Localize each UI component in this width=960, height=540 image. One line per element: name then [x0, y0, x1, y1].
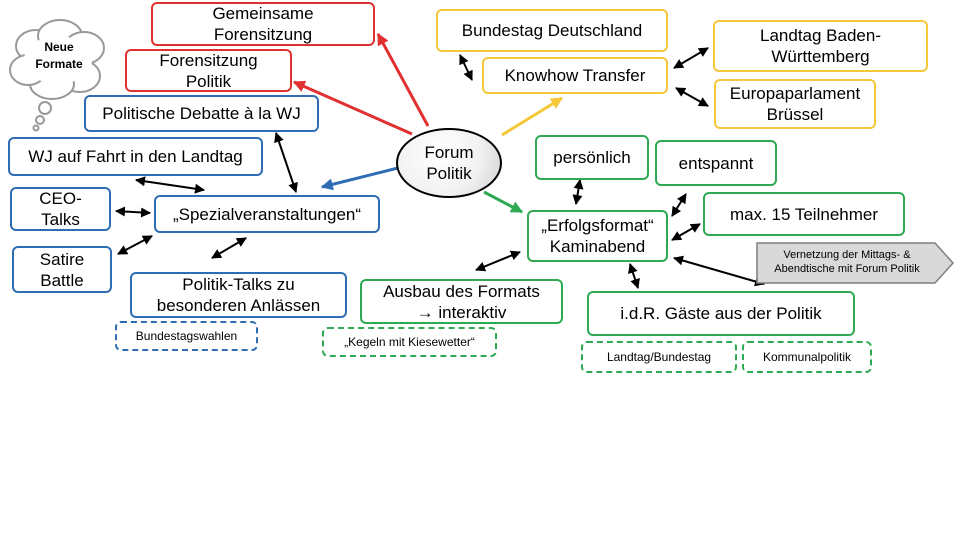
vernetzung-callout-shape [756, 242, 955, 284]
cloud-label: Neue Formate [35, 40, 83, 71]
max-teilnehmer-box: max. 15 Teilnehmer [703, 192, 905, 236]
ceo-talks-box: CEO- Talks [10, 187, 111, 231]
arrow-debatte-spezial [274, 132, 298, 193]
arrow-teilnehmer-erfolg [671, 223, 701, 241]
arrow-erfolg-gaeste [628, 263, 640, 289]
vernetzung-callout-label: Vernetzung der Mittags- & Abendtische mi… [774, 249, 920, 275]
thought-cloud-icon [9, 19, 105, 132]
arrow-bundestag-knowhow [459, 54, 473, 81]
arrow-erfolg-vernetzung [673, 255, 765, 287]
arrow-talks-spezial [211, 237, 247, 259]
politische-debatte-box: Politische Debatte à la WJ [84, 95, 319, 132]
forum-politik-node: Forum Politik [396, 128, 502, 198]
erfolgsformat-kaminabend-box: „Erfolgsformat“ Kaminabend [527, 210, 668, 262]
gemeinsame-forensitzung-box: Gemeinsame Forensitzung [151, 2, 375, 46]
landtag-bundestag-box: Landtag/Bundestag [581, 341, 737, 373]
spezialveranstaltungen-box: „Spezialveranstaltungen“ [154, 195, 380, 233]
arrow-to-spezial [320, 166, 399, 191]
landtag-bw-box: Landtag Baden- Württemberg [713, 20, 928, 72]
arrow-satire-spezial [117, 235, 153, 255]
knowhow-transfer-box: Knowhow Transfer [482, 57, 668, 94]
arrow-to-forensitzung [292, 80, 413, 136]
arrow-knowhow-landtag [673, 47, 709, 69]
wj-fahrt-landtag-box: WJ auf Fahrt in den Landtag [8, 137, 263, 176]
arrow-persoenlich-erfolg [572, 179, 584, 205]
persoenlich-box: persönlich [535, 135, 649, 180]
arrow-to-erfolg [483, 190, 524, 214]
entspannt-box: entspannt [655, 140, 777, 186]
arrow-knowhow-europa [675, 87, 709, 107]
arrow-to-gemeinsame [376, 32, 430, 127]
forensitzung-politik-box: Forensitzung Politik [125, 49, 292, 92]
politik-talks-box: Politik-Talks zu besonderen Anlässen [130, 272, 347, 318]
satire-battle-box: Satire Battle [12, 246, 112, 293]
arrow-to-knowhow [501, 96, 564, 137]
arrow-ausbau-erfolg [475, 250, 521, 272]
kegeln-kiesewetter-box: „Kegeln mit Kiesewetter“ [322, 327, 497, 357]
bundestagswahlen-box: Bundestagswahlen [115, 321, 258, 351]
europaparlament-box: Europaparlament Brüssel [714, 79, 876, 129]
ausbau-formats-box: Ausbau des Formats → interaktiv [360, 279, 563, 324]
kommunalpolitik-box: Kommunalpolitik [742, 341, 872, 373]
arrow-ceo-spezial [115, 206, 151, 218]
gaeste-politik-box: i.d.R. Gäste aus der Politik [587, 291, 855, 336]
arrow-entspannt-erfolg [671, 193, 687, 217]
arrow-fahrt-spezial [135, 176, 205, 194]
bundestag-deutschland-box: Bundestag Deutschland [436, 9, 668, 52]
